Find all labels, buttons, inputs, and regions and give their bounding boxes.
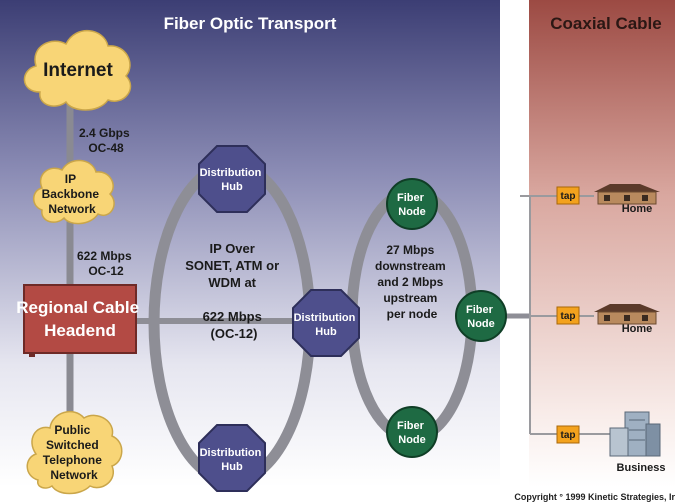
ip-backbone-label-line2: Backbone xyxy=(42,187,100,201)
ring1-description: IP Over SONET, ATM or WDM at 622 Mbps (O… xyxy=(185,241,283,341)
svg-text:tap: tap xyxy=(561,311,576,322)
coax-section-title: Coaxial Cable xyxy=(550,14,662,33)
copyright-text: Copyright ° 1999 Kinetic Strategies, Ir xyxy=(514,492,675,502)
svg-text:Public Switched Te: Public Switched Telephone Network xyxy=(43,423,105,482)
svg-text:tap: tap xyxy=(561,191,576,202)
tap-3: tap xyxy=(556,425,580,444)
svg-text:IP Backbone Networ: IP Backbone Network xyxy=(42,172,103,216)
business-label: Business xyxy=(617,462,666,474)
distribution-hub-middle: Distribution Hub xyxy=(292,289,360,357)
fiber-section-title: Fiber Optic Transport xyxy=(164,14,337,33)
tap-1: tap xyxy=(556,186,580,205)
ip-backbone-label-line1: IP xyxy=(65,172,76,186)
business-building-icon xyxy=(609,411,661,457)
distribution-hub-top: Distribution Hub xyxy=(198,145,266,213)
coax-section-background xyxy=(529,0,675,487)
ring2-description: 27 Mbps downstream and 2 Mbps upstream p… xyxy=(375,243,449,321)
distribution-hub-bottom: Distribution Hub xyxy=(198,424,266,492)
home-label-2: Home xyxy=(622,323,653,335)
svg-text:Fiber Node: Fiber Node xyxy=(397,420,427,446)
internet-backbone-link-label: 2.4 Gbps OC-48 xyxy=(79,126,133,155)
backbone-headend-link-label: 622 Mbps OC-12 xyxy=(77,249,135,278)
svg-text:Distribution Hub: Distribution Hub xyxy=(294,312,359,338)
ip-backbone-label-line3: Network xyxy=(48,202,96,216)
home-icon-1 xyxy=(594,184,660,205)
svg-text:Distribution Hub: Distribution Hub xyxy=(200,447,265,473)
internet-cloud: Internet xyxy=(23,29,132,111)
svg-text:Fiber Node: Fiber Node xyxy=(397,192,427,218)
home-icon-2 xyxy=(594,304,660,325)
fiber-node-middle: Fiber Node xyxy=(455,290,507,342)
svg-text:Distribution Hub: Distribution Hub xyxy=(200,167,265,193)
pstn-cloud: Public Switched Telephone Network xyxy=(26,410,123,495)
fiber-node-bottom: Fiber Node xyxy=(386,406,438,458)
svg-text:Regional Cable Headend: Regional Cable Headend xyxy=(16,298,144,340)
svg-text:Fiber Node: Fiber Node xyxy=(466,304,496,330)
regional-cable-headend: Regional Cable Headend xyxy=(16,284,144,357)
internet-label: Internet xyxy=(43,60,113,81)
ip-backbone-cloud: IP Backbone Network xyxy=(33,159,115,225)
svg-text:tap: tap xyxy=(561,430,576,441)
home-label-1: Home xyxy=(622,203,653,215)
fiber-node-top: Fiber Node xyxy=(386,178,438,230)
tap-2: tap xyxy=(556,306,580,325)
